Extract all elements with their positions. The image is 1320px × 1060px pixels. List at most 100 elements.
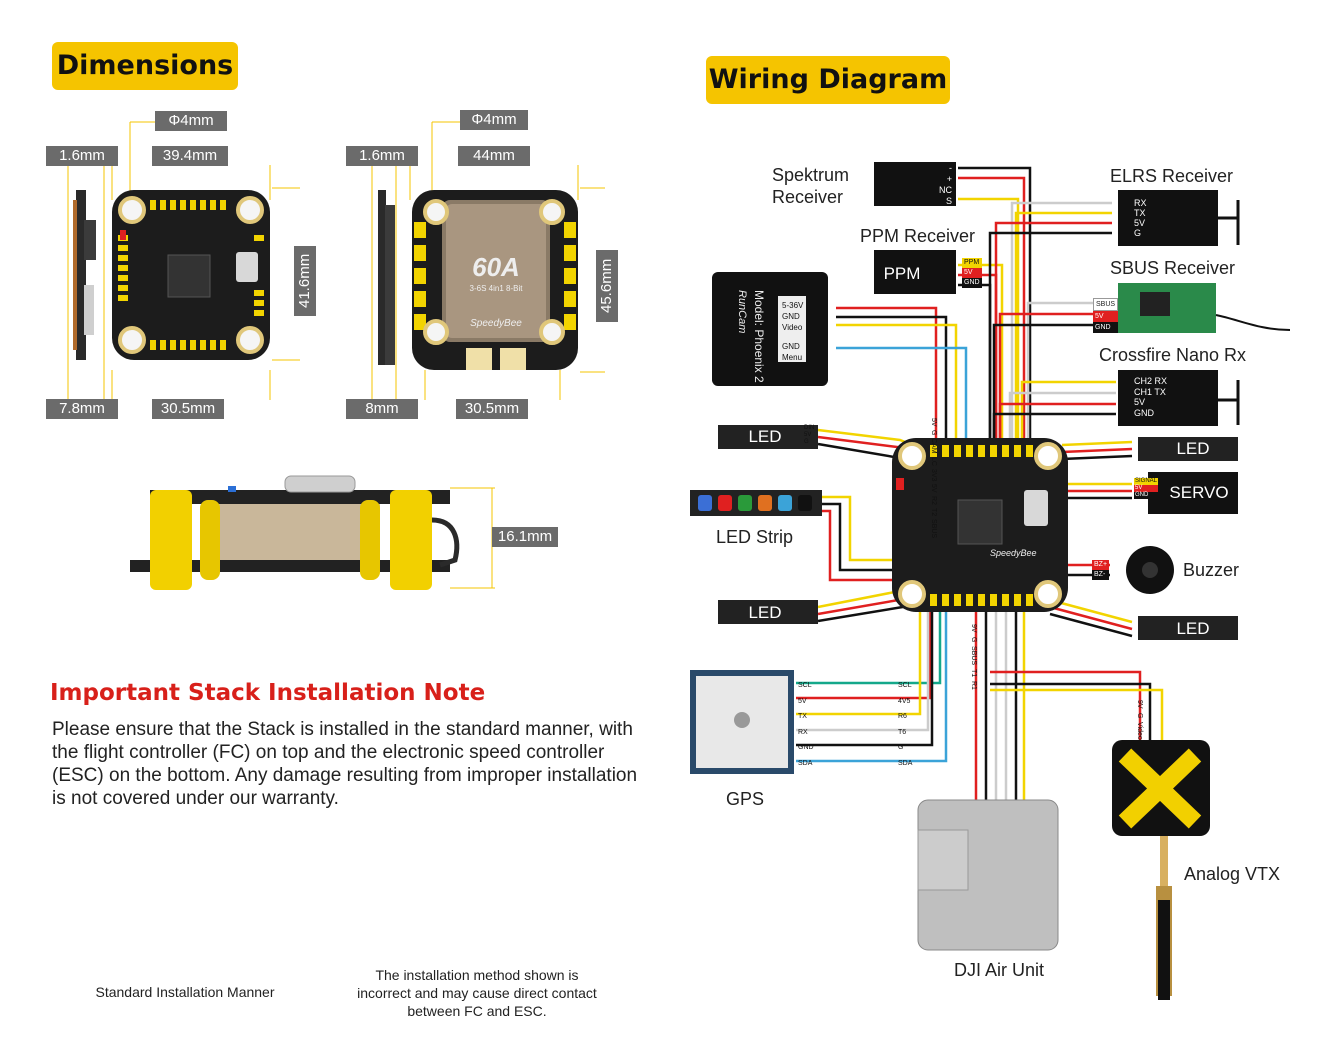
crossfire-label: Crossfire Nano Rx bbox=[1099, 345, 1247, 365]
vtx-pin-g: G bbox=[1136, 712, 1143, 719]
fc-hole-diameter: Φ4mm bbox=[155, 111, 227, 131]
fc-bottom-pin-3: SBUS bbox=[970, 646, 977, 666]
gps-pin-gnd: GND bbox=[798, 744, 814, 752]
sbus-receiver-label: SBUS Receiver bbox=[1110, 258, 1236, 278]
led-bottom-left-label: LED bbox=[748, 603, 782, 622]
dimensions-heading: Dimensions bbox=[52, 42, 238, 90]
vtx-pin-9v: 9V bbox=[1136, 700, 1143, 709]
ppm-receiver-label: PPM Receiver bbox=[860, 226, 976, 246]
camera-model: Model: Phoenix 2 bbox=[752, 290, 766, 383]
fc-top-pin-1: 5V bbox=[930, 418, 937, 427]
installation-note-title: Important Stack Installation Note bbox=[50, 680, 486, 706]
servo-pin-signal: SIGNAL bbox=[1134, 478, 1159, 485]
crossfire-pin-5v: 5V bbox=[1134, 397, 1146, 407]
fc-top-pin-2: G bbox=[930, 429, 937, 436]
spektrum-receiver-label: Spektrum Receiver bbox=[772, 165, 850, 207]
fc-width: 39.4mm bbox=[152, 146, 228, 166]
gps-pin-sda: SDA bbox=[798, 759, 813, 767]
crossfire-pin-ch2: CH2 RX bbox=[1134, 376, 1168, 386]
fc-thickness: 1.6mm bbox=[46, 146, 118, 166]
buzzer-pin-plus: BZ+ bbox=[1092, 560, 1110, 570]
esc-chip-rating: 60A bbox=[472, 252, 520, 282]
esc-brand: SpeedyBee bbox=[470, 318, 522, 329]
caption-incorrect: The installation method shown is incorre… bbox=[357, 967, 597, 1019]
servo-pins: SIGNAL 5V GND bbox=[1134, 478, 1159, 499]
esc-width: 44mm bbox=[458, 146, 530, 166]
gps-fc-pin-sda: SDA bbox=[898, 759, 913, 767]
esc-chip-spec: 3-6S 4in1 8-Bit bbox=[469, 284, 523, 293]
wiring-diagram-heading: Wiring Diagram bbox=[706, 56, 950, 104]
ppm-pins: PPM 5V GND bbox=[962, 258, 982, 288]
fc-top-pin-8: T2 bbox=[930, 507, 937, 516]
gps-fc-pins: SCL 4V5 R6 T6 G SDA bbox=[898, 678, 912, 772]
sbus-pin-5v: 5V bbox=[1093, 311, 1119, 322]
led-pin-g: G bbox=[804, 439, 809, 445]
gps-fc-pin-t6: T6 bbox=[898, 728, 907, 736]
gps-fc-pin-scl: SCL bbox=[898, 682, 912, 689]
gps-fc-pin-4v5: 4V5 bbox=[898, 697, 911, 705]
camera-pins: 5-36V GND Video GND Menu bbox=[782, 300, 803, 363]
camera-pin-menu: Menu bbox=[782, 353, 803, 362]
elrs-pin-tx: TX bbox=[1134, 208, 1146, 218]
fc-top-pin-7: R2 bbox=[930, 495, 937, 505]
fc-brand: SpeedyBee bbox=[990, 548, 1037, 558]
elrs-pin-5v: 5V bbox=[1134, 218, 1146, 228]
led-top-right-label: LED bbox=[1176, 439, 1210, 458]
crossfire-pin-gnd: GND bbox=[1134, 407, 1154, 418]
fc-bottom-pin-2: G bbox=[970, 636, 977, 643]
esc-mount-spacing: 30.5mm bbox=[456, 399, 528, 419]
fc-top-pin-9: SBUS bbox=[930, 518, 937, 538]
crossfire-pin-ch1: CH1 TX bbox=[1134, 386, 1166, 397]
fc-bottom-pin-5: R1 bbox=[970, 681, 977, 691]
gps-fc-pin-g: G bbox=[898, 744, 904, 752]
led-strip-label: LED Strip bbox=[716, 527, 794, 547]
dimensions-drawings bbox=[67, 121, 605, 590]
esc-hole-diameter: Φ4mm bbox=[460, 110, 528, 130]
camera-brand: RunCam bbox=[736, 290, 748, 334]
led-pin-5v: 5V bbox=[804, 432, 812, 438]
fc-bottom-pins: 9V G SBUS T1 R1 bbox=[970, 624, 977, 690]
gps-pin-scl: SCL bbox=[798, 682, 812, 689]
gps-label: GPS bbox=[726, 789, 765, 809]
spektrum-pin-4: S bbox=[945, 196, 952, 206]
elrs-pin-rx: RX bbox=[1134, 198, 1147, 208]
camera-pin-gnd: GND bbox=[782, 312, 800, 321]
ppm-pin-2: 5V bbox=[962, 268, 982, 278]
esc-side-width: 8mm bbox=[346, 399, 418, 419]
fc-top-pin-4: LC bbox=[930, 456, 937, 466]
buzzer-pin-minus: BZ- bbox=[1092, 570, 1110, 580]
servo-label: SERVO bbox=[1169, 483, 1229, 502]
sbus-pin-sbus: SBUS bbox=[1093, 298, 1119, 311]
gps-pin-rx: RX bbox=[798, 728, 808, 736]
buzzer-label: Buzzer bbox=[1183, 560, 1240, 580]
camera-pin-power: 5-36V bbox=[782, 301, 804, 310]
gps-pin-tx: TX bbox=[798, 713, 807, 721]
fc-side-width: 7.8mm bbox=[46, 399, 118, 419]
spektrum-pin-3: NC bbox=[939, 185, 952, 195]
gps-fc-pin-r6: R6 bbox=[898, 713, 907, 721]
analog-vtx-label: Analog VTX bbox=[1184, 864, 1281, 884]
spektrum-pins: - + NC S bbox=[930, 163, 952, 207]
ppm-pin-3: GND bbox=[962, 278, 982, 288]
fc-bottom-pin-1: 9V bbox=[970, 624, 977, 633]
dji-air-unit-label: DJI Air Unit bbox=[954, 960, 1045, 980]
servo-pin-5v: 5V bbox=[1134, 485, 1159, 492]
ppm-box-label: PPM bbox=[883, 264, 921, 283]
fc-top-pin-5: 3V3 bbox=[930, 468, 937, 481]
fc-mount-spacing: 30.5mm bbox=[152, 399, 224, 419]
crossfire-pins: CH2 RX CH1 TX 5V GND bbox=[1134, 376, 1167, 418]
installation-note-body: Please ensure that the Stack is installe… bbox=[52, 719, 638, 809]
elrs-pin-g: G bbox=[1134, 228, 1142, 238]
vtx-pins: 9V G Video bbox=[1136, 700, 1143, 740]
buzzer-pins: BZ+ BZ- bbox=[1092, 560, 1110, 580]
stack-height: 16.1mm bbox=[492, 527, 558, 547]
fc-top-pin-3: CAM bbox=[930, 438, 937, 454]
led-pins-top-left: DIN 5V G bbox=[804, 425, 814, 446]
ppm-pin-1: PPM bbox=[962, 258, 982, 268]
gps-pin-5v: 5V bbox=[798, 697, 807, 705]
elrs-pins: RX TX 5V G bbox=[1134, 198, 1147, 238]
sbus-pin-gnd: GND bbox=[1093, 322, 1119, 333]
vtx-pin-video: Video bbox=[1136, 722, 1143, 740]
led-bottom-right-label: LED bbox=[1176, 619, 1210, 638]
